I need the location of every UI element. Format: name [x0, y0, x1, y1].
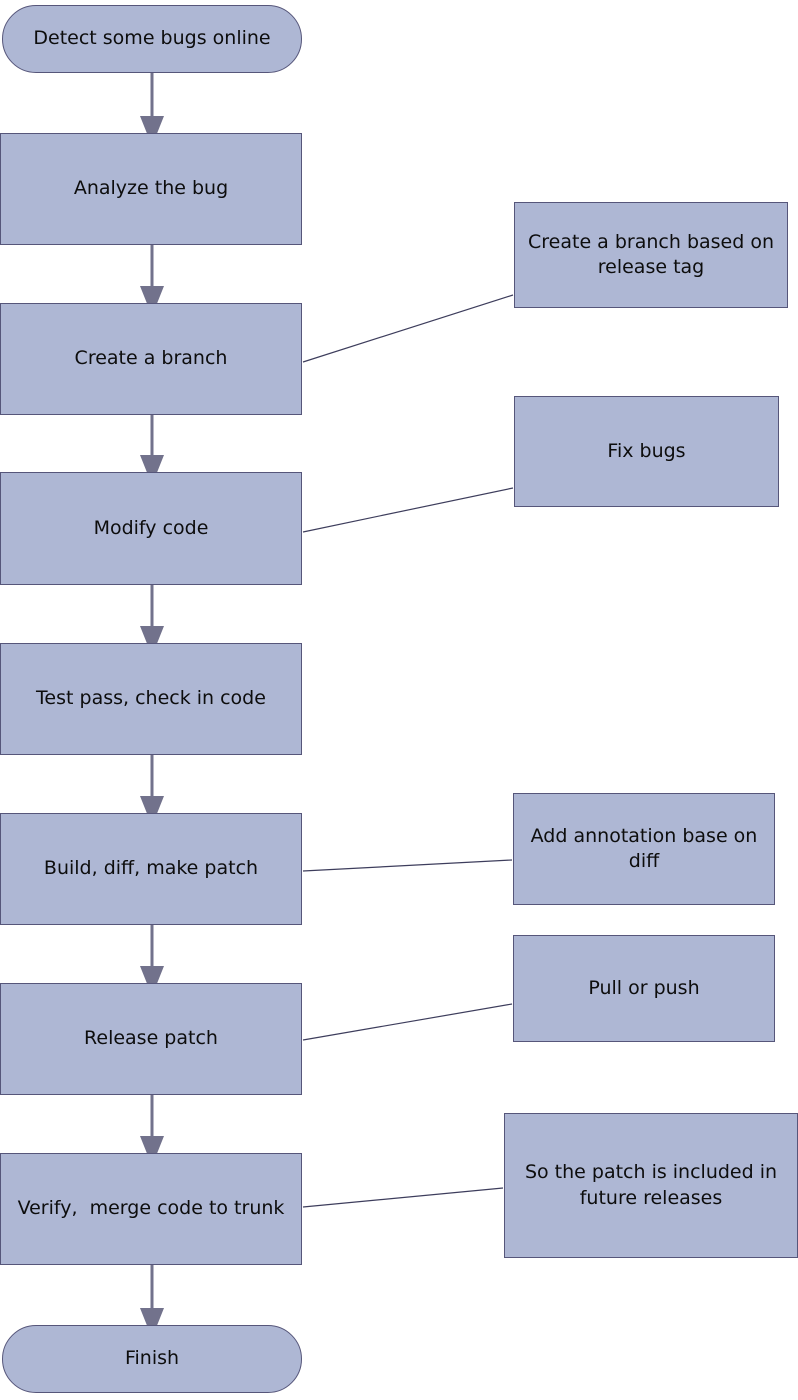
connector-future-releases-note [302, 1187, 504, 1208]
node-label: Modify code [93, 516, 209, 539]
node-label: Verify, merge code to trunk [17, 1197, 285, 1220]
connector-pull-push-note [302, 1003, 513, 1041]
flow-node-verify-merge[interactable]: Verify, merge code to trunk [0, 1153, 302, 1265]
flow-node-analyze[interactable]: Analyze the bug [0, 133, 302, 245]
connector-add-annotation-note [302, 859, 513, 872]
node-label: Build, diff, make patch [43, 857, 259, 880]
node-label: Finish [124, 1347, 180, 1370]
node-label: Detect some bugs online [33, 27, 271, 50]
node-label: So the patch is included in future relea… [524, 1161, 784, 1209]
flow-node-release-patch[interactable]: Release patch [0, 983, 302, 1095]
annotation-node-note-create-branch[interactable]: Create a branch based on release tag [514, 202, 788, 308]
connector-create-branch-note [302, 294, 514, 363]
flow-node-test-checkin[interactable]: Test pass, check in code [0, 643, 302, 755]
node-label: Create a branch [74, 347, 228, 370]
flow-node-create-branch[interactable]: Create a branch [0, 303, 302, 415]
flow-node-start[interactable]: Detect some bugs online [2, 5, 302, 73]
node-label: Fix bugs [607, 439, 686, 462]
node-label: Release patch [84, 1027, 218, 1050]
node-label: Analyze the bug [73, 177, 229, 200]
annotation-node-note-fix-bugs[interactable]: Fix bugs [514, 396, 779, 507]
flow-node-finish[interactable]: Finish [2, 1325, 302, 1393]
node-label: Add annotation base on diff [530, 824, 764, 872]
annotation-node-note-future-releases[interactable]: So the patch is included in future relea… [504, 1113, 798, 1258]
annotation-node-note-add-annotation[interactable]: Add annotation base on diff [513, 793, 775, 905]
annotation-node-note-pull-push[interactable]: Pull or push [513, 935, 775, 1042]
connector-layer [302, 294, 514, 1208]
node-label: Test pass, check in code [36, 687, 266, 710]
flow-node-build-diff-patch[interactable]: Build, diff, make patch [0, 813, 302, 925]
node-label: Pull or push [588, 976, 700, 999]
node-label: Create a branch based on release tag [528, 230, 781, 278]
connector-fix-bugs-note [302, 487, 514, 533]
flow-node-modify-code[interactable]: Modify code [0, 472, 302, 585]
